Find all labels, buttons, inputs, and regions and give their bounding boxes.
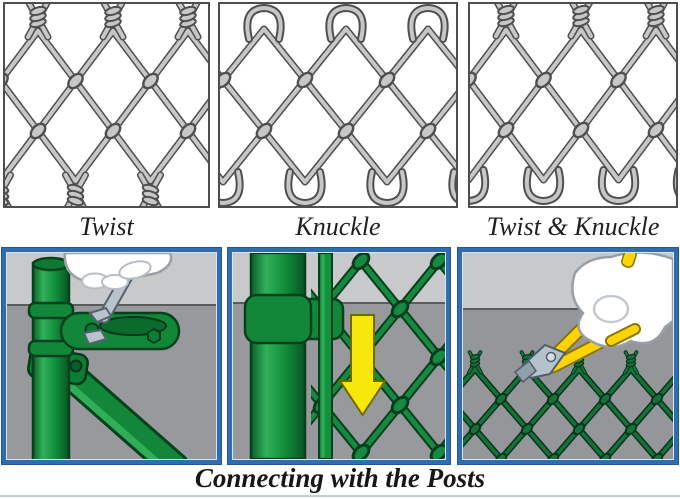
install-panel-clamp-wrench bbox=[2, 248, 221, 464]
tension-bar-illustration bbox=[233, 253, 445, 459]
mesh-label-twist-knuckle: Twist & Knuckle bbox=[486, 212, 660, 241]
bottom-caption: Connecting with the Posts bbox=[194, 463, 486, 493]
hex-bolt bbox=[147, 327, 161, 345]
bottom-rule bbox=[0, 495, 680, 497]
twist-mesh-illustration bbox=[5, 4, 208, 206]
glove-hand-icon bbox=[63, 253, 173, 290]
clamp-wrench-illustration bbox=[7, 253, 216, 459]
install-panel-tension-bar bbox=[228, 248, 450, 464]
chain-link-mesh-icon bbox=[463, 350, 673, 459]
twist-knuckle-mesh-illustration bbox=[470, 4, 676, 206]
mesh-label-knuckle: Knuckle bbox=[295, 212, 381, 241]
mesh-panel-twist bbox=[3, 2, 210, 208]
knuckle-mesh-illustration bbox=[220, 4, 456, 206]
glove-hand-icon bbox=[571, 253, 673, 349]
tie-wire-illustration bbox=[463, 253, 673, 459]
pliers-handle-tip bbox=[621, 253, 637, 268]
mesh-panel-twist-knuckle bbox=[468, 2, 678, 208]
fence-post-icon bbox=[27, 256, 75, 459]
pliers-handle-end bbox=[605, 323, 641, 347]
down-arrow-icon bbox=[338, 314, 387, 417]
mesh-label-twist: Twist bbox=[79, 212, 134, 241]
rail-clamp-arm bbox=[59, 311, 181, 351]
tension-bar bbox=[318, 253, 333, 459]
mesh-panel-knuckle bbox=[218, 2, 458, 208]
install-panel-tie-wires bbox=[458, 248, 678, 464]
fence-post-icon bbox=[243, 253, 313, 459]
